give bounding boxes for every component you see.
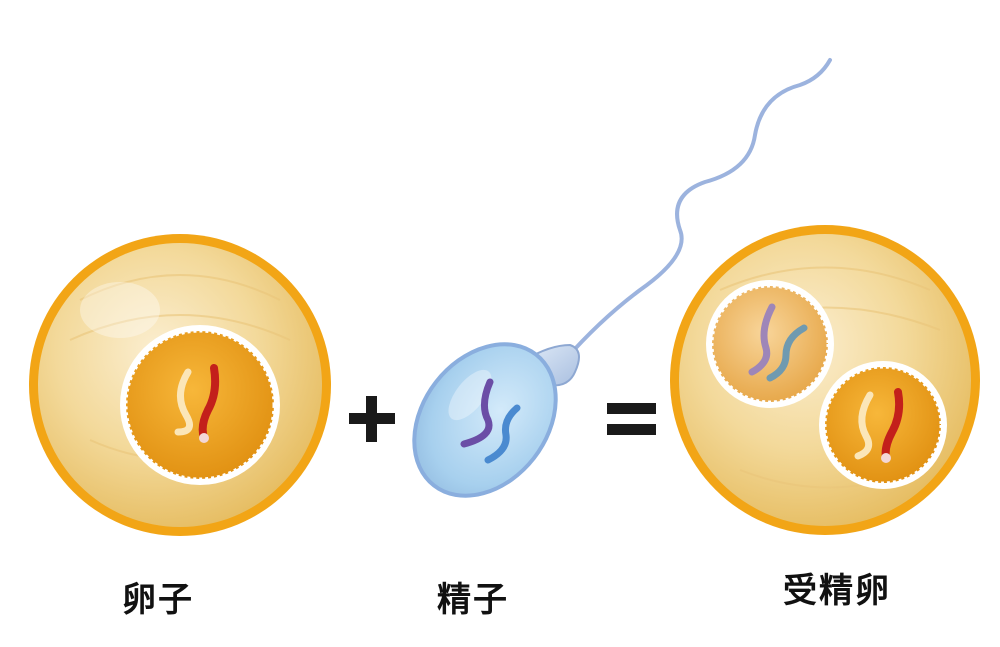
sperm-head-highlight: [448, 369, 492, 421]
female-chromosome-red: [881, 388, 904, 462]
egg-chromosome-red: [198, 364, 220, 442]
sperm-chromosome-blue: [484, 404, 521, 464]
egg-label: 卵子: [122, 580, 194, 620]
male-pronucleus: [710, 284, 830, 404]
female-pronucleus: [823, 365, 943, 485]
egg-chromosome-pale: [174, 368, 194, 436]
sperm-tail: [563, 58, 832, 362]
zygote-cell: [670, 225, 980, 535]
sperm-cell: [412, 58, 832, 498]
equals-sign: [607, 403, 656, 435]
female-chromosome-pale: [854, 391, 874, 460]
female-chromosome-red-tip: [881, 453, 891, 463]
egg-highlight: [80, 282, 160, 338]
egg-nucleus: [124, 329, 276, 481]
sperm-label: 精子: [437, 580, 509, 620]
egg-cell: [29, 234, 331, 536]
plus-sign: [349, 396, 395, 442]
male-chromosome-purple: [748, 303, 776, 376]
egg-chromosome-red-tip: [199, 433, 209, 443]
male-chromosome-blue: [766, 324, 808, 382]
zygote-label: 受精卵: [783, 571, 891, 611]
sperm-chromosome-purple: [460, 378, 494, 448]
